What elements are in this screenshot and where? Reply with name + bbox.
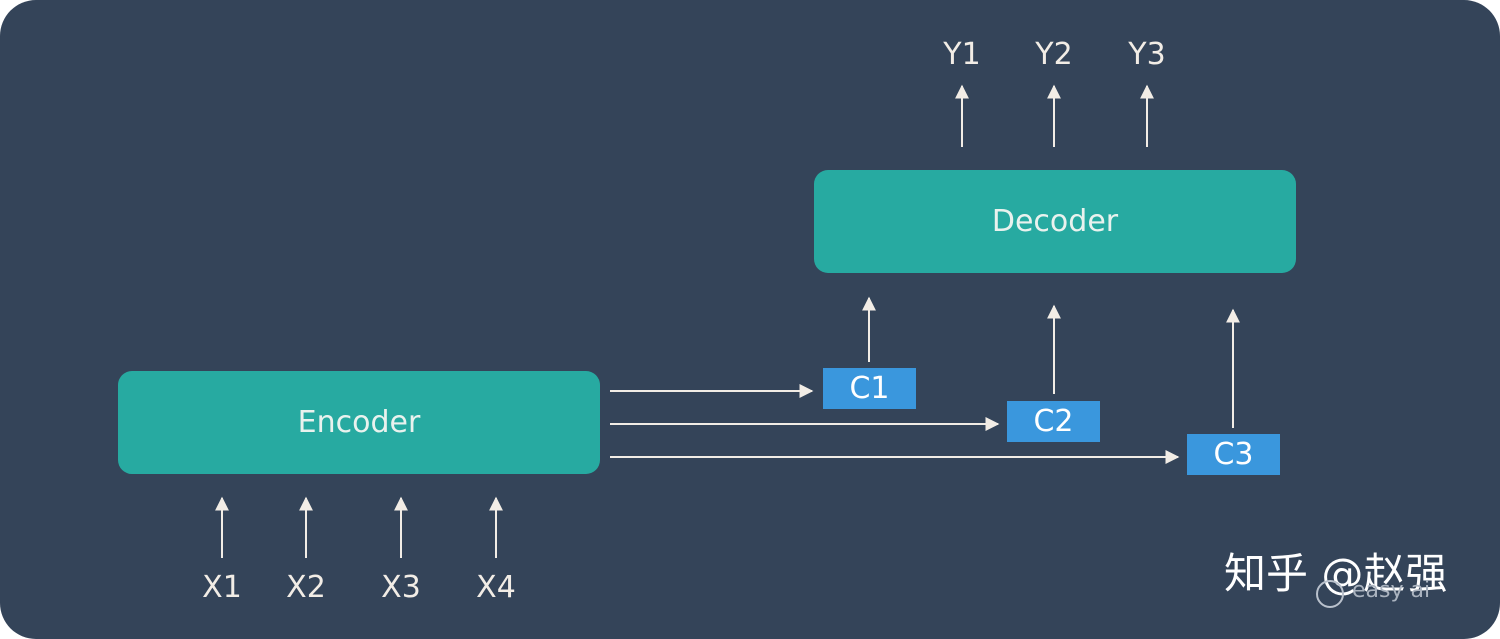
context-vector-c1: C1 (823, 368, 916, 409)
context-label: C1 (849, 371, 890, 406)
encoder-block: Encoder (118, 371, 600, 474)
decoder-block: Decoder (814, 170, 1296, 273)
output-label-y2: Y2 (1035, 37, 1073, 72)
context-label: C2 (1033, 404, 1074, 439)
input-label-x1: X1 (202, 570, 242, 605)
encoder-label: Encoder (297, 405, 421, 440)
context-vector-c3: C3 (1187, 434, 1280, 475)
watermark-subtext: easy ai (1352, 578, 1431, 603)
input-label-x4: X4 (476, 570, 516, 605)
decoder-label: Decoder (991, 204, 1119, 239)
context-vector-c2: C2 (1007, 401, 1100, 442)
input-label-x2: X2 (286, 570, 326, 605)
output-label-y1: Y1 (943, 37, 981, 72)
watermark-logo-icon (1316, 580, 1344, 608)
output-label-y3: Y3 (1128, 37, 1166, 72)
input-label-x3: X3 (381, 570, 421, 605)
context-label: C3 (1213, 437, 1254, 472)
